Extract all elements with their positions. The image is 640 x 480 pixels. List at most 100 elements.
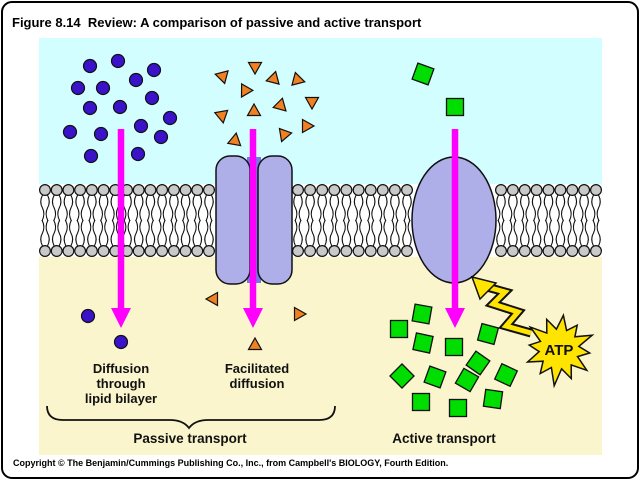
phospholipid-tail (162, 219, 167, 247)
phospholipid-tail (174, 219, 179, 247)
phospholipid-tail (549, 219, 554, 247)
phospholipid-tail (531, 194, 537, 222)
phospholipid-head-icon (352, 245, 365, 258)
blue-solute-dot (112, 99, 128, 115)
phospholipid-tail (353, 219, 359, 247)
phospholipid-tail (162, 194, 167, 222)
phospholipid-tail (555, 219, 560, 247)
phospholipid-tail (513, 219, 518, 247)
phospholipid-tail (555, 194, 560, 222)
phospholipid-head-icon (203, 245, 216, 258)
phospholipid-tail (549, 194, 554, 222)
phospholipid-tail (57, 219, 62, 247)
phospholipid-head-icon (203, 184, 216, 197)
phospholipid-tail (186, 194, 191, 222)
phospholipid-tail (390, 219, 395, 247)
solute-particles (62, 53, 519, 418)
phospholipid-tail (567, 219, 572, 247)
blue-solute-dot (80, 308, 96, 324)
phospholipid-tail (40, 194, 45, 222)
phospholipid-tail (395, 194, 400, 222)
phospholipid-head-icon (156, 184, 169, 197)
phospholipid-tail (501, 194, 506, 222)
phospholipid-tail (365, 219, 371, 247)
blue-solute-dot (83, 148, 99, 164)
diagram-background (39, 38, 602, 455)
phospholipid-tail (139, 219, 144, 247)
blue-solute-dot (146, 62, 162, 78)
label-diffusion-line1: Diffusion (93, 361, 149, 376)
orange-solute-triangle (247, 336, 263, 351)
phospholipid-tail (57, 194, 62, 222)
membrane-band (39, 184, 602, 257)
orange-solute-triangle (240, 82, 255, 99)
phospholipid-head-icon (144, 184, 157, 197)
phospholipid-tail (520, 219, 525, 247)
phospholipid-tail (508, 219, 513, 247)
phospholipid-tail (346, 219, 352, 247)
phospholipid-tail (174, 194, 179, 222)
atp-label: ATP (545, 342, 574, 359)
phospholipid-tail (192, 194, 197, 222)
phospholipid-head-icon (97, 184, 110, 197)
orange-solute-triangle (278, 127, 293, 143)
green-solute-square (454, 367, 480, 393)
phospholipid-tail (520, 194, 525, 222)
phospholipid-tail (371, 219, 376, 247)
phospholipid-tail (543, 219, 548, 247)
phospholipid-tail (341, 219, 346, 247)
lightning-bolt-icon (486, 284, 532, 336)
phospholipid-tail (383, 194, 388, 222)
phospholipid-tail (317, 219, 322, 247)
green-solute-square (465, 350, 491, 376)
phospholipid-head-icon (589, 184, 602, 197)
channel-protein-right-half (257, 155, 293, 285)
phospholipid-tail (591, 194, 596, 222)
phospholipid-head-icon (38, 245, 51, 258)
phospholipid-tail (75, 194, 80, 222)
green-solute-square (423, 365, 447, 389)
blue-solute-dot (130, 146, 146, 162)
passive-transport-brace (46, 405, 336, 430)
phospholipid-tail (45, 219, 50, 247)
phospholipid-head-icon (578, 245, 591, 258)
phospholipid-tail (310, 194, 315, 222)
phospholipid-head-icon (495, 184, 508, 197)
phospholipid-tail (334, 219, 340, 247)
phospholipid-tail (80, 194, 85, 222)
phospholipid-tail (305, 194, 310, 222)
green-solute-square (493, 362, 519, 388)
green-solute-square (445, 97, 465, 117)
phospholipid-tail (293, 219, 298, 247)
blue-solute-dot (162, 110, 178, 126)
blue-solute-dot (70, 80, 86, 96)
phospholipid-tail (197, 194, 203, 222)
phospholipid-tail (197, 219, 203, 247)
phospholipid-tail (127, 194, 132, 222)
phospholipid-tail (560, 194, 566, 222)
phospholipid-tail (378, 194, 383, 222)
phospholipid-head-icon (304, 184, 317, 197)
phospholipid-tail (169, 219, 174, 247)
phospholipid-tail (104, 219, 109, 247)
phospholipid-tail (98, 194, 104, 222)
extracellular-region (39, 38, 602, 184)
phospholipid-head-icon (388, 245, 401, 258)
phospholipid-head-icon (364, 184, 377, 197)
phospholipid-head-icon (340, 184, 353, 197)
blue-solute-dot (82, 100, 98, 116)
orange-solute-triangle (213, 109, 229, 125)
blue-solute-dot (110, 53, 126, 69)
phospholipid-tail (322, 194, 327, 222)
phospholipid-tail (567, 194, 572, 222)
blue-solute-dot (95, 80, 111, 96)
green-solute-square (389, 363, 415, 389)
phospholipid-head-icon (566, 245, 579, 258)
phospholipid-tail (525, 219, 530, 247)
phospholipid-head-icon (506, 245, 519, 258)
phospholipid-tail (596, 219, 601, 247)
label-passive-transport: Passive transport (133, 431, 247, 446)
phospholipid-tail (192, 219, 197, 247)
phospholipid-tail (531, 219, 537, 247)
phospholipid-head-icon (85, 184, 98, 197)
